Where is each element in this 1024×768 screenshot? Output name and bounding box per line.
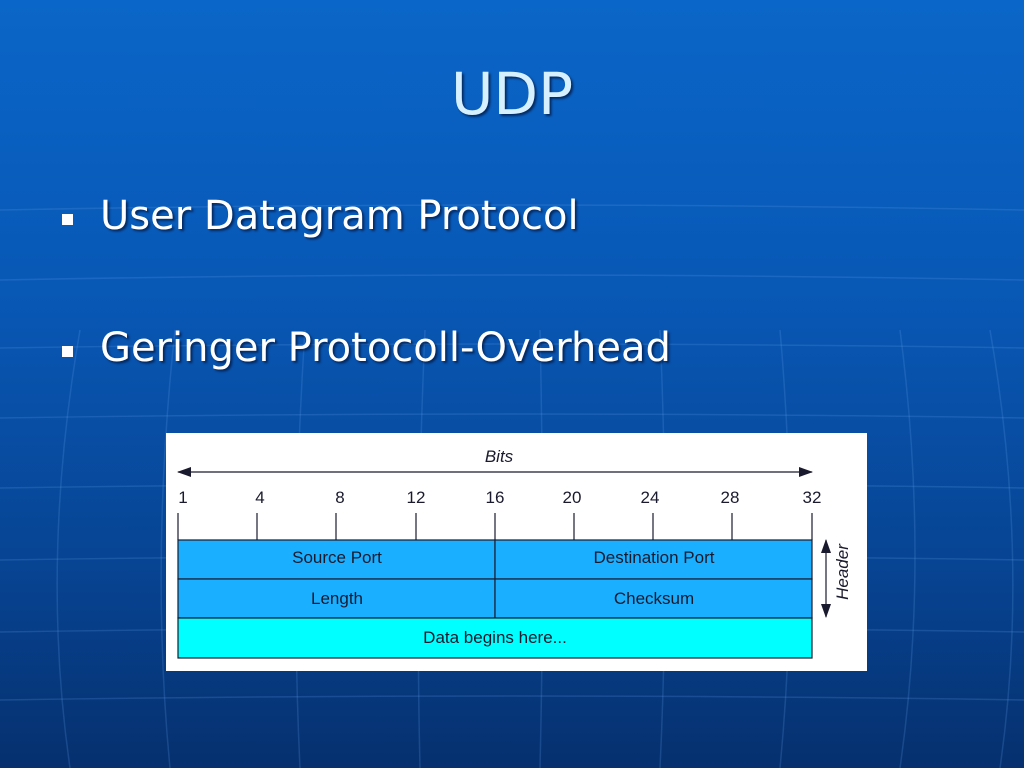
tick-label: 12: [407, 488, 426, 507]
tick-label: 28: [721, 488, 740, 507]
destination-port-label: Destination Port: [594, 548, 715, 567]
udp-header-svg: Bits 1 4 8 12 16 20 24 28 32 Sour: [177, 447, 852, 659]
tick-label: 20: [563, 488, 582, 507]
data-label: Data begins here...: [423, 628, 567, 647]
bullet-list: User Datagram Protocol Geringer Protocol…: [62, 188, 671, 452]
square-bullet-icon: [62, 345, 73, 357]
length-label: Length: [311, 589, 363, 608]
tick-label: 8: [335, 488, 344, 507]
source-port-label: Source Port: [292, 548, 382, 567]
checksum-field: [494, 578, 813, 619]
tick-label: 16: [486, 488, 505, 507]
checksum-label: Checksum: [614, 589, 694, 608]
bullet-item: User Datagram Protocol: [62, 188, 671, 244]
tick-label: 1: [178, 488, 187, 507]
data-field: [177, 617, 813, 659]
slide-title: UDP: [450, 60, 574, 128]
bits-label: Bits: [485, 447, 514, 466]
bullet-text: User Datagram Protocol: [100, 193, 579, 239]
tick-label: 32: [803, 488, 822, 507]
destination-port-field: [494, 539, 813, 580]
tick-label: 24: [641, 488, 660, 507]
bullet-item: Geringer Protocoll-Overhead: [62, 320, 671, 376]
length-field: [177, 578, 496, 619]
bullet-text: Geringer Protocoll-Overhead: [100, 325, 671, 371]
udp-header-diagram: Bits 1 4 8 12 16 20 24 28 32 Sour: [166, 433, 867, 671]
tick-marks: [177, 513, 813, 540]
header-label: Header: [833, 543, 852, 600]
square-bullet-icon: [62, 213, 73, 225]
tick-label: 4: [255, 488, 264, 507]
